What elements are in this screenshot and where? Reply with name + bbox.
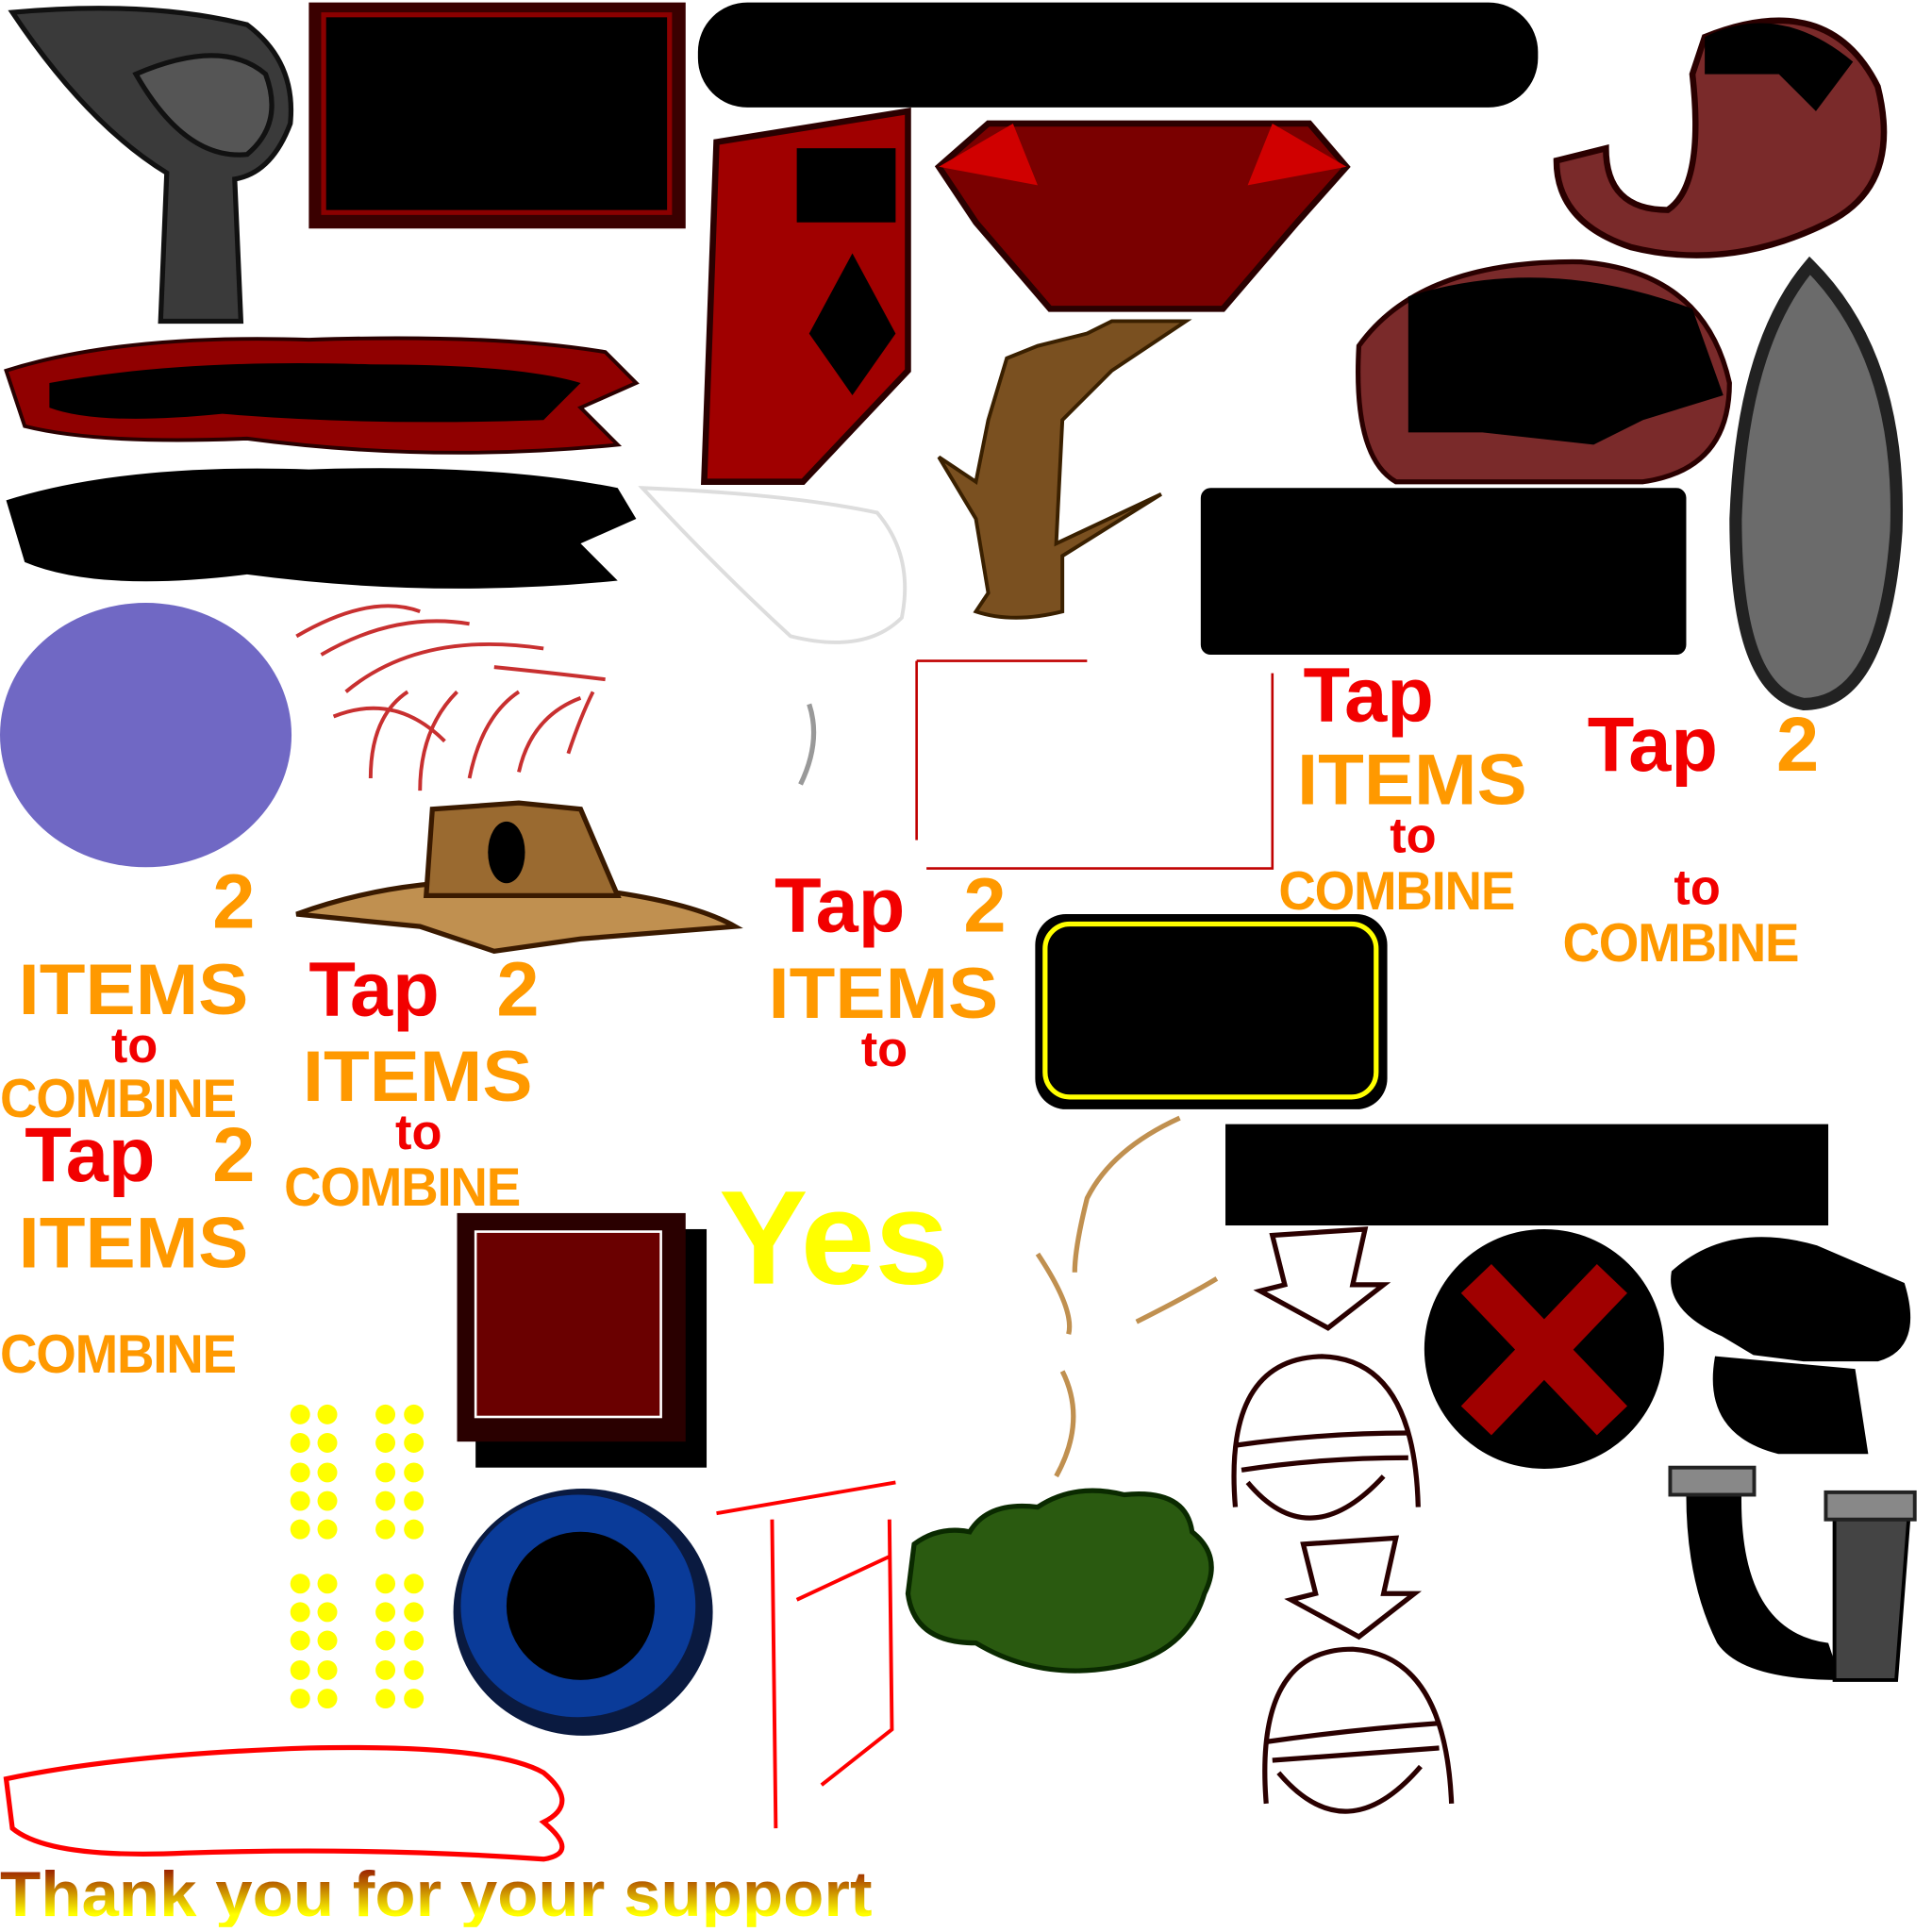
black-brush-stroke-sprite	[6, 468, 637, 589]
gray-helmet-sprite	[8, 6, 294, 325]
red-ribbon-outline-sprite	[3, 1744, 565, 1862]
to-label: to	[1674, 860, 1721, 916]
green-bush-sprite	[905, 1488, 1214, 1674]
two-label: 2	[1776, 703, 1820, 789]
red-cabinet-sprite	[701, 108, 911, 485]
two-label: 2	[212, 859, 256, 945]
two-label: 2	[212, 1112, 256, 1199]
combine-label: COMBINE	[0, 1068, 237, 1129]
maroon-pipe-sprite	[1553, 17, 1888, 258]
down-arrow-sprite	[1253, 1226, 1423, 1641]
gray-oval-sprite	[1729, 256, 1904, 710]
helmet-outline-sprite	[1231, 1354, 1455, 1814]
yes-label: Yes	[719, 1162, 949, 1312]
tap-label: Tap	[308, 947, 440, 1033]
to-label: to	[110, 1019, 158, 1074]
combine-label: COMBINE	[1562, 912, 1800, 974]
purple-circle-sprite	[0, 603, 292, 868]
black-bar-sprite	[697, 2, 1539, 108]
white-cloud-sprite	[638, 486, 908, 644]
two-label: 2	[963, 863, 1007, 949]
red-roof-sprite	[934, 120, 1351, 312]
blue-ring-sprite	[453, 1488, 713, 1736]
combine-label: COMBINE	[0, 1324, 237, 1385]
to-label: to	[395, 1106, 442, 1160]
tap-label: Tap	[1303, 653, 1434, 740]
straw-hat-sprite	[295, 800, 743, 954]
red-line-sprite	[716, 1480, 896, 1829]
smoke-wisp-sprite	[1035, 1115, 1219, 1478]
black-banner-sprite	[1225, 1124, 1829, 1226]
red-outline-frame-sprite	[915, 659, 1274, 870]
items-label: ITEMS	[768, 953, 999, 1035]
tap-label: Tap	[774, 863, 906, 949]
to-label: to	[1390, 808, 1437, 864]
items-label: ITEMS	[18, 950, 249, 1031]
two-label: 2	[496, 947, 540, 1033]
maroon-cap-sprite	[1356, 258, 1732, 485]
thanks-label: Thank you for your support	[0, 1858, 873, 1931]
combine-label: COMBINE	[284, 1158, 521, 1219]
items-label: ITEMS	[302, 1036, 533, 1117]
yellow-frame-box-sprite	[1035, 914, 1388, 1109]
black-helmet-sprite	[1671, 1237, 1911, 1455]
tap-label: Tap	[1587, 703, 1719, 789]
close-x-icon	[1424, 1228, 1664, 1469]
items-label: ITEMS	[1296, 740, 1527, 821]
to-label: to	[860, 1023, 908, 1077]
black-panel-sprite	[1200, 488, 1687, 656]
dark-red-frame-sprite	[308, 2, 686, 229]
belt-sprite	[1668, 1465, 1917, 1682]
tree-branch-sprite	[937, 319, 1192, 620]
red-hair-strands-sprite	[295, 604, 606, 791]
dark-red-square-sprite	[457, 1212, 708, 1468]
yellow-dots-sprite	[290, 1404, 425, 1709]
combine-label: COMBINE	[1278, 860, 1515, 922]
items-label: ITEMS	[18, 1203, 249, 1284]
tap-label: Tap	[25, 1112, 156, 1199]
